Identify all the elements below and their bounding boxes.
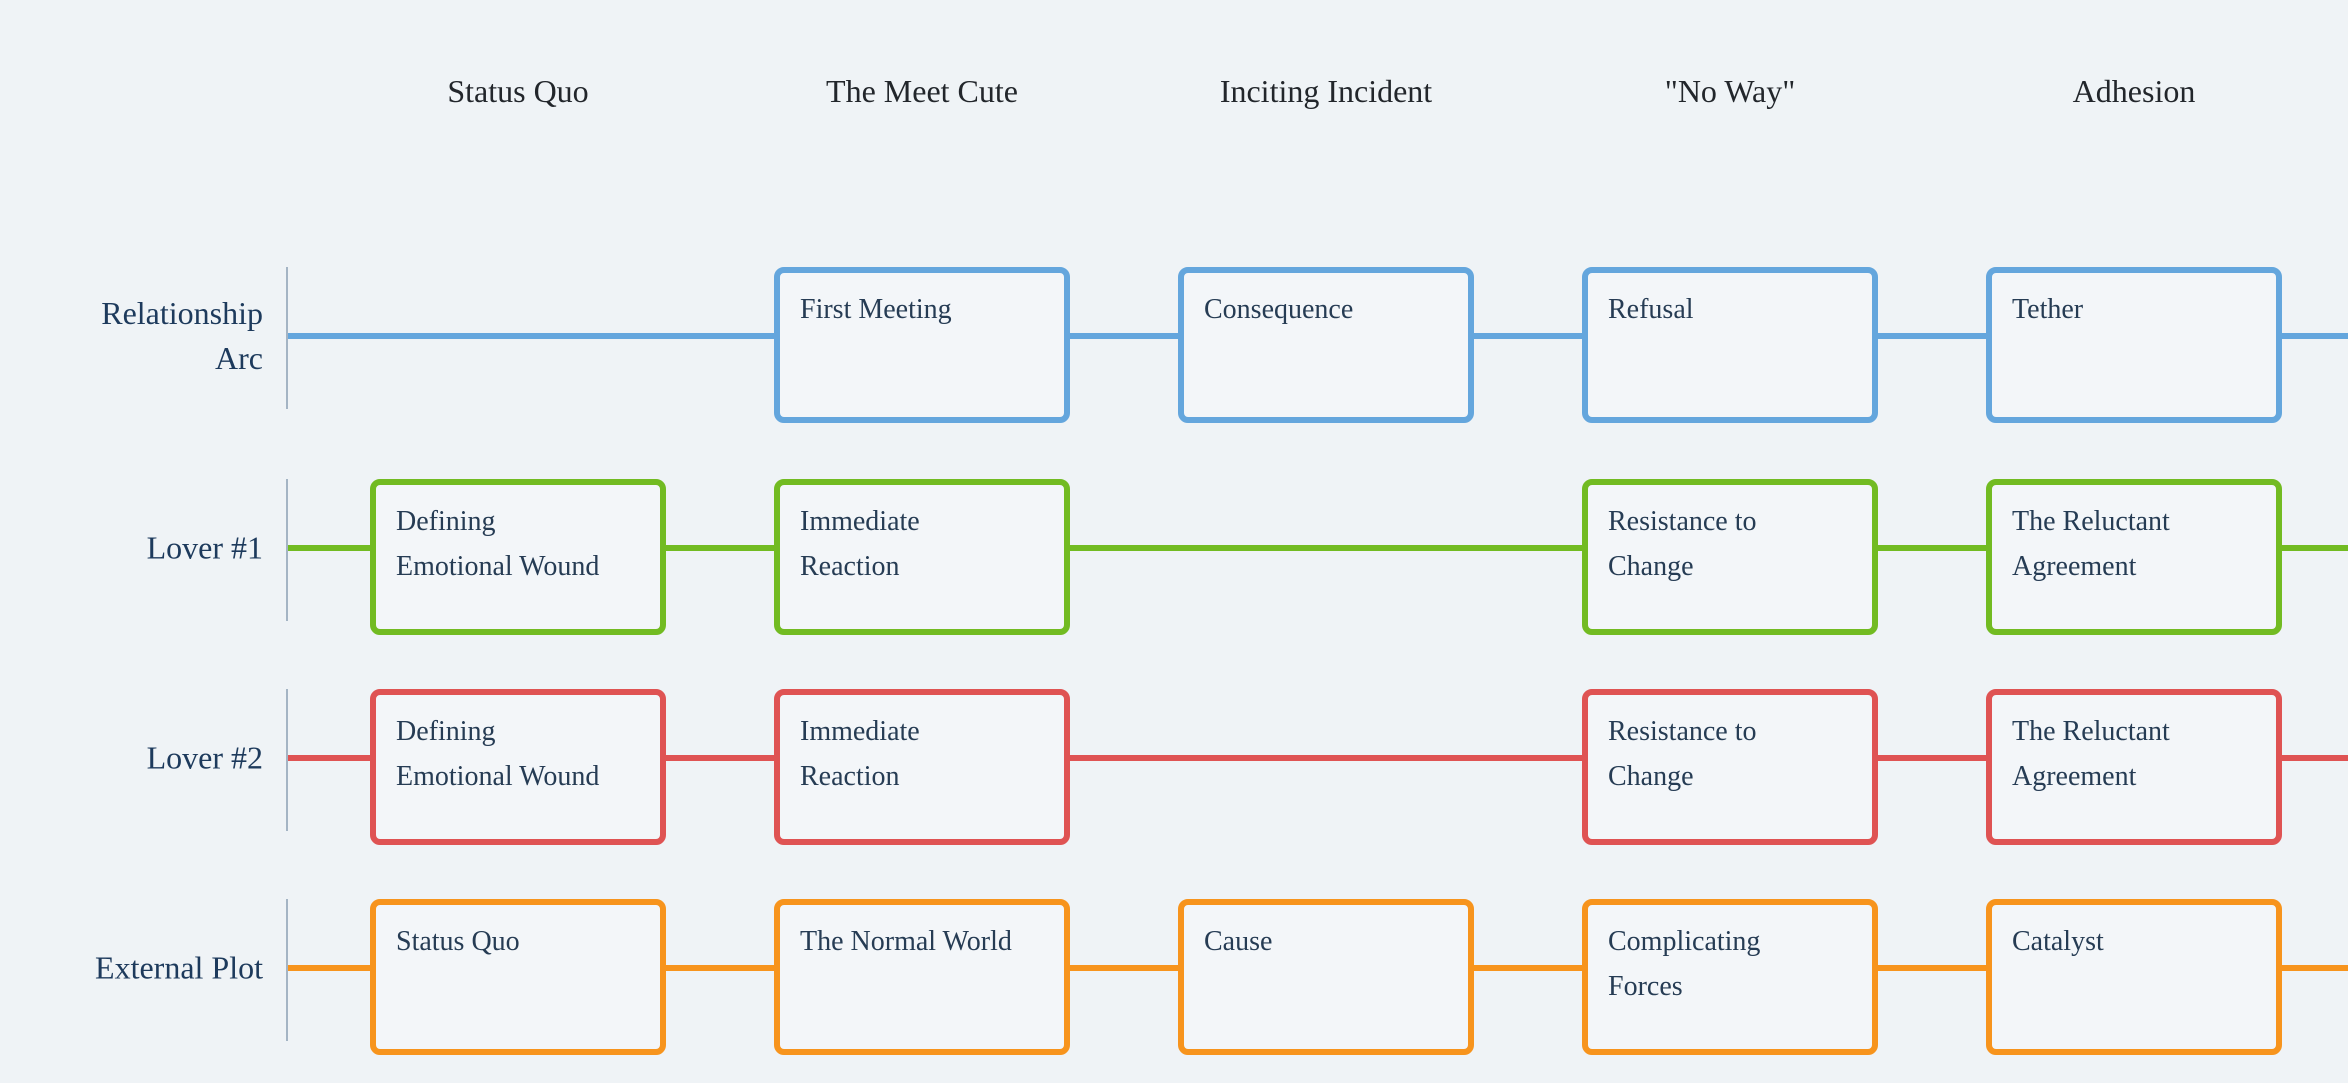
scene-card[interactable]: Immediate Reaction — [774, 689, 1070, 845]
column-header-status-quo[interactable]: Status Quo — [447, 73, 589, 109]
scene-card[interactable]: The Reluctant Agreement — [1986, 479, 2282, 635]
plotline-label-external-plot[interactable]: External Plot — [95, 949, 263, 986]
scene-card[interactable]: Resistance to Change — [1582, 689, 1878, 845]
scene-card[interactable]: First Meeting — [774, 267, 1070, 423]
column-header-inciting-incident[interactable]: Inciting Incident — [1219, 73, 1433, 109]
scene-card[interactable]: Defining Emotional Wound — [370, 689, 666, 845]
plotline-label-relationship-arc[interactable]: Relationship Arc — [101, 295, 263, 376]
scene-card[interactable]: Defining Emotional Wound — [370, 479, 666, 635]
column-header-adhesion[interactable]: Adhesion — [2072, 73, 2196, 109]
scene-card[interactable]: Resistance to Change — [1582, 479, 1878, 635]
lane-divider — [286, 479, 288, 621]
scene-card[interactable]: Status Quo — [370, 899, 666, 1055]
plotline-lane-lover-1: Lover #1 Defining Emotional Wound Immedi… — [0, 479, 2348, 635]
plotline-line — [288, 755, 2348, 761]
lane-divider — [286, 899, 288, 1041]
column-header-no-way[interactable]: "No Way" — [1664, 73, 1796, 109]
plotline-lane-lover-2: Lover #2 Defining Emotional Wound Immedi… — [0, 689, 2348, 845]
plotline-label-lover-1[interactable]: Lover #1 — [146, 529, 263, 566]
scene-card[interactable]: Cause — [1178, 899, 1474, 1055]
scene-card[interactable]: Refusal — [1582, 267, 1878, 423]
plotline-label-lover-2[interactable]: Lover #2 — [146, 739, 263, 776]
lane-divider — [286, 267, 288, 409]
plotline-line — [288, 545, 2348, 551]
scene-card[interactable]: Tether — [1986, 267, 2282, 423]
scene-card[interactable]: The Normal World — [774, 899, 1070, 1055]
scene-card[interactable]: Immediate Reaction — [774, 479, 1070, 635]
column-header-the-meet-cute[interactable]: The Meet Cute — [826, 73, 1018, 109]
scene-card[interactable]: Consequence — [1178, 267, 1474, 423]
scene-card[interactable]: Catalyst — [1986, 899, 2282, 1055]
plotline-lane-external-plot: External Plot Status Quo The Normal Worl… — [0, 899, 2348, 1055]
lane-divider — [286, 689, 288, 831]
scene-card[interactable]: Complicating Forces — [1582, 899, 1878, 1055]
scene-card[interactable]: The Reluctant Agreement — [1986, 689, 2282, 845]
plotline-lane-relationship-arc: Relationship Arc First Meeting Consequen… — [0, 267, 2348, 423]
